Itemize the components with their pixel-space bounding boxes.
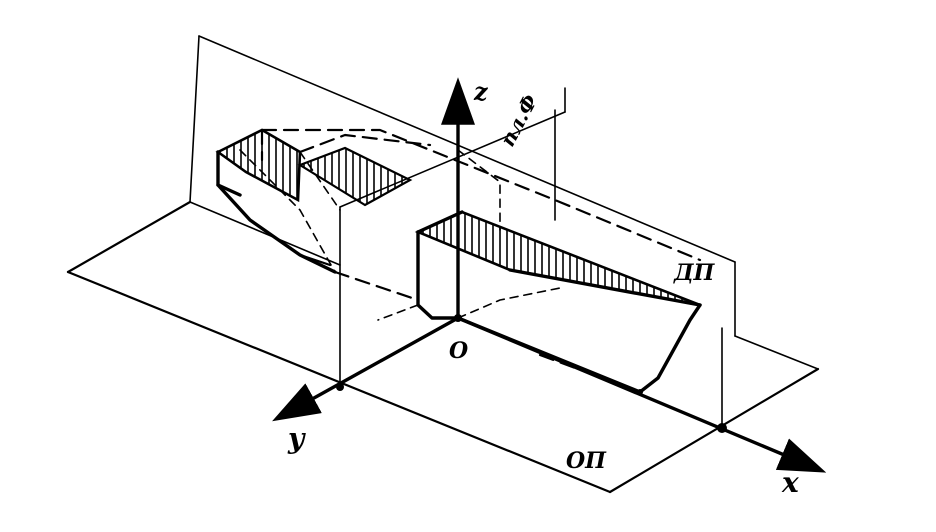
y-axis — [272, 316, 460, 422]
ship-hull — [215, 128, 702, 394]
z-axis-label: z — [473, 77, 489, 106]
baseline-node-right — [717, 423, 727, 433]
deck-hatch-forward — [414, 210, 701, 307]
baseline-plane-label: ОП — [566, 448, 607, 474]
y-axis-label: y — [287, 422, 306, 455]
labels: z y x O ОП ДП пл.Ф — [287, 77, 799, 499]
deck-hatch-aft — [297, 146, 413, 207]
midship-plane-label: пл.Ф — [495, 90, 542, 150]
stern-hatch — [215, 128, 302, 203]
baseline-node-left — [336, 383, 344, 391]
centerline-plane — [189, 35, 736, 426]
baseline-plane — [66, 200, 820, 494]
origin-label: O — [449, 338, 468, 364]
centerline-plane-label: ДП — [673, 260, 716, 286]
x-axis-label: x — [781, 466, 799, 499]
